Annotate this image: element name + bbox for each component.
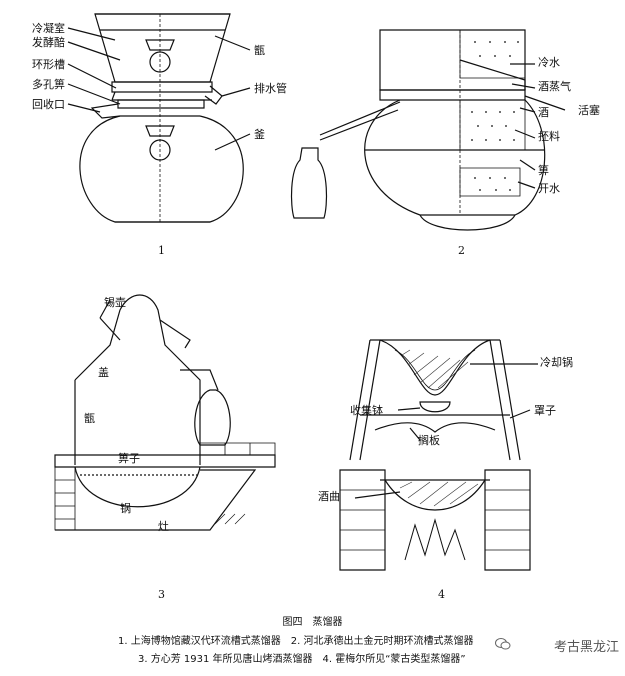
fig3-label-lid: 盖 [98,366,109,379]
fig4-number: 4 [438,588,445,601]
fig4-label-qu: 酒曲 [318,490,340,503]
fig1-label-condenser: 冷凝室 [32,22,65,35]
figure-1-drawing [0,0,320,270]
fig1-label-fu: 釜 [254,128,265,141]
fig4-label-collect-bowl: 收集钵 [350,404,383,417]
fig3-label-zeng: 甑 [84,412,95,425]
fig1-label-ring-trough: 环形槽 [32,58,65,71]
figure-4-drawing [320,320,610,590]
fig1-label-ferment: 发酵醅 [32,36,65,49]
figure-3-drawing [40,280,310,580]
fig3-label-stove: 灶 [158,520,169,533]
fig1-label-perforated: 多孔箅 [32,78,65,91]
fig3-label-grate: 箅子 [118,452,140,465]
fig2-label-grate: 箅 [538,164,549,177]
figure-2-drawing [280,0,625,270]
fig2-label-cold-water: 冷水 [538,56,560,69]
fig2-label-boiling-water: 开水 [538,182,560,195]
fig2-number: 2 [458,244,465,257]
fig1-label-return-port: 回收口 [32,98,65,111]
fig3-label-tin-pot: 锡壶 [104,296,126,309]
caption-line-1: 1. 上海博物馆藏汉代环流槽式蒸馏器 2. 河北承德出土金元时期环流槽式蒸馏器 [118,636,474,647]
fig4-label-plate: 搁板 [418,434,440,447]
fig3-number: 3 [158,588,165,601]
fig2-label-mash: 抷料 [538,130,560,143]
fig4-label-cooling-pot: 冷却锅 [540,356,573,369]
fig2-label-liquor: 酒 [538,106,549,119]
wechat-icon [495,636,511,652]
fig2-label-vapor: 酒蒸气 [538,80,571,93]
fig4-label-cover: 罩子 [534,404,556,417]
caption-line-2: 3. 方心芳 1931 年所见唐山烤酒蒸馏器 4. 霍梅尔所见“蒙古类型蒸馏器” [138,654,466,665]
fig1-number: 1 [158,244,165,257]
fig1-label-drain-pipe: 排水管 [254,82,287,95]
watermark-text: 考古黑龙江 [553,640,619,655]
fig1-label-zeng: 甑 [254,44,265,57]
caption-title: 图四 蒸馏器 [282,617,343,628]
fig2-label-stopper: 活塞 [578,104,600,117]
fig3-label-wok: 锅 [120,502,131,515]
